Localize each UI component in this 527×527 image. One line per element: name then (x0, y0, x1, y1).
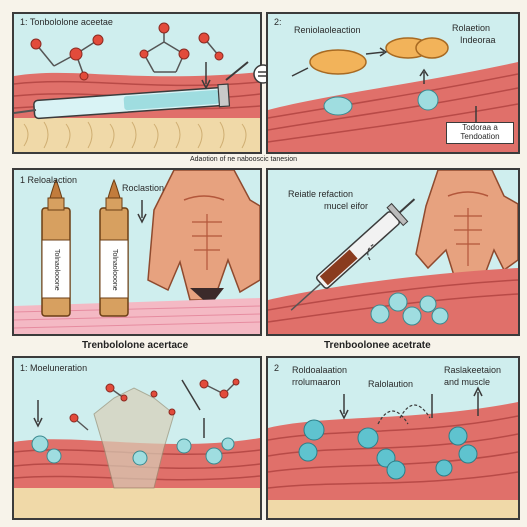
syringe-icon (290, 198, 416, 311)
muscular-torso (415, 170, 518, 283)
panel-4-label-a: Reiatle refaction (288, 189, 354, 199)
panel-5-illustration (14, 378, 260, 518)
panel-relaxation: 2 Roldoalaation rrolumaaron Ralolaution … (266, 356, 520, 520)
panel-1-title: Tonbololone aceetae (29, 17, 113, 27)
panel-6-label-c: Ralolaution (368, 379, 414, 389)
panel-3-illustration (14, 170, 260, 334)
panel-molecular-distribution: 1: Moeluneration (12, 356, 262, 520)
panel-6-label-b: rrolumaaron (292, 377, 341, 387)
panel-4-illustration (268, 170, 518, 334)
panel-5-step: 1: (20, 363, 28, 373)
caption-left: Trenbololone acertace (82, 340, 189, 351)
caption-top: Adaotion of ne nabooscic tanesion (190, 156, 298, 163)
muscular-torso (147, 170, 260, 306)
panel-2-label-b: Indeoraa (460, 35, 496, 45)
panel-5-title: Moeluneration (30, 363, 88, 373)
vial-label-1: Tolnaolooone (52, 249, 60, 291)
panel-2-step: 2: (274, 17, 282, 27)
panel-1-step: 1: (20, 17, 28, 27)
panel-3-title: Reloalaction (27, 175, 78, 185)
panel-6-label-a: Roldoalaation (292, 365, 348, 375)
panel-injection-muscle: Reiatle refaction mucel eifor (266, 168, 520, 336)
panel-6-label-d: Raslakeetaion (444, 365, 502, 375)
panel-3-label-a: Roclastion (122, 183, 165, 193)
panel-6-label-e: and muscle (444, 377, 491, 387)
vial-label-2: Tolnaolooone (110, 249, 118, 291)
vial-icon (41, 178, 129, 317)
panel-3-step: 1 (20, 175, 26, 185)
molecule-icon (35, 28, 220, 77)
panel-1-illustration (14, 22, 260, 152)
panel-6-step: 2 (274, 363, 280, 373)
capsule-icon (309, 37, 449, 75)
panel-vials-muscle: 1 Reloalaction Roclastion Tolnaolooone T… (12, 168, 262, 336)
syringe-icon (14, 83, 231, 120)
panel-6-illustration (268, 386, 518, 518)
panel-2-title: Reniolaoleaction (294, 25, 361, 35)
panel-4-label-b: mucel eifor (324, 201, 369, 211)
panel-absorption: 2: Reniolaoleaction Rolaetion Indeoraa T… (266, 12, 520, 154)
caption-right: Trenboolonee acetrate (324, 340, 431, 351)
panel-2-label-a: Rolaetion (452, 23, 491, 33)
panel-injection-molecule: 1: Tonbololone aceetae (12, 12, 262, 154)
panel-2-label-c: Todoraa a Tendoation (446, 122, 514, 144)
